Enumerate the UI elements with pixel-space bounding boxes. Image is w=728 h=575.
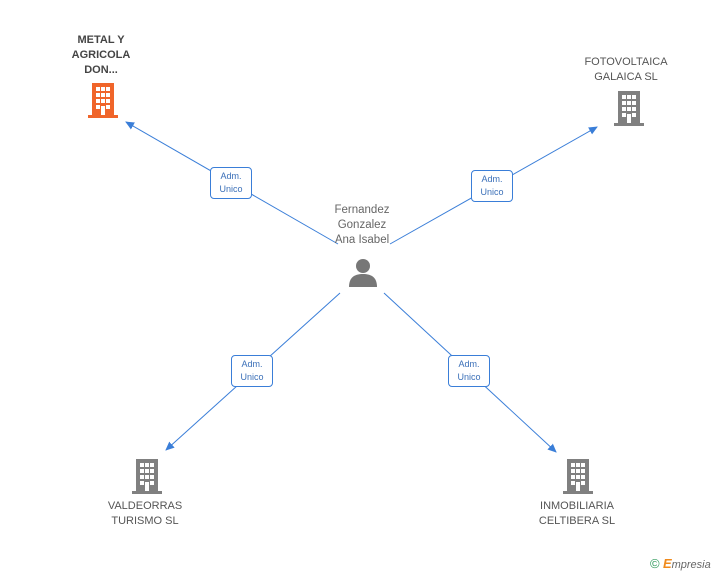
edge-label-valde[interactable]: Adm. Unico xyxy=(231,355,273,387)
center-person-label[interactable]: Fernandez Gonzalez Ana Isabel xyxy=(334,204,390,246)
company-label-inmo[interactable]: INMOBILIARIA CELTIBERA SL xyxy=(538,500,616,527)
company-label-foto[interactable]: FOTOVOLTAICA GALAICA SL xyxy=(584,56,668,83)
building-icon[interactable] xyxy=(87,83,119,118)
brand-logo-initial: E xyxy=(662,556,672,571)
company-label-metal[interactable]: METAL Y AGRICOLA DON... xyxy=(71,34,131,76)
company-label-valde[interactable]: VALDEORRAS TURISMO SL xyxy=(107,500,183,527)
brand-logo-text: mpresia xyxy=(671,559,711,571)
building-icon[interactable] xyxy=(613,91,645,126)
person-icon[interactable] xyxy=(348,258,378,288)
building-icon[interactable] xyxy=(131,459,163,494)
copyright-brand: © Empresia xyxy=(650,556,728,572)
edge-label-foto[interactable]: Adm. Unico xyxy=(471,170,513,202)
edge-label-inmo[interactable]: Adm. Unico xyxy=(448,355,490,387)
edge-label-metal[interactable]: Adm. Unico xyxy=(210,167,252,199)
building-icon[interactable] xyxy=(562,459,594,494)
copyright-symbol: © xyxy=(650,556,660,571)
